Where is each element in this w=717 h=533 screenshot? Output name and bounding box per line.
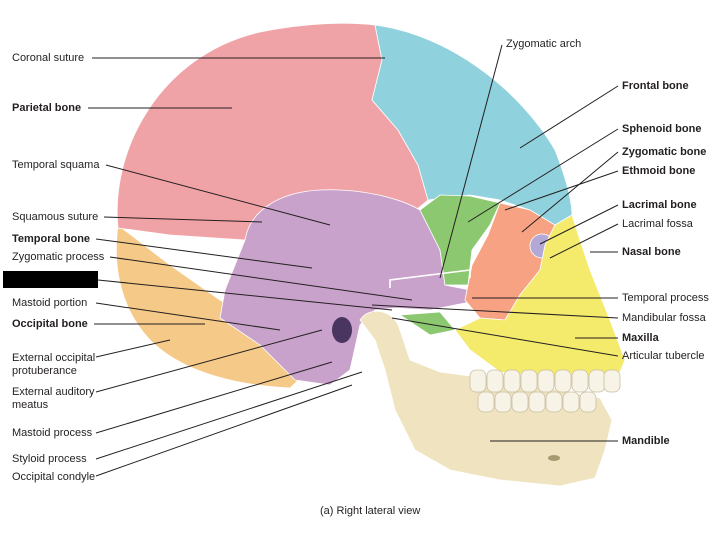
leader-line xyxy=(95,302,281,331)
leader-line xyxy=(95,361,333,434)
tooth xyxy=(511,391,529,413)
leader-line xyxy=(95,329,323,393)
tooth xyxy=(545,391,563,413)
label-sphenoid-bone: Sphenoid bone xyxy=(622,123,702,135)
label-ethmoid-bone: Ethmoid bone xyxy=(622,165,696,177)
label-squamous-suture: Squamous suture xyxy=(12,211,99,223)
label-temporal-process: Temporal process xyxy=(622,292,709,304)
leader-line xyxy=(439,44,503,279)
label-external-occipital-protuberance: External occipital protuberance xyxy=(12,352,96,377)
redacted-label-box xyxy=(3,271,98,288)
leader-line xyxy=(391,317,619,357)
lower-teeth xyxy=(477,391,597,413)
tooth xyxy=(503,369,521,393)
tooth xyxy=(588,369,606,393)
label-coronal-suture: Coronal suture xyxy=(12,52,85,64)
tooth xyxy=(477,391,495,413)
label-external-auditory-meatus: External auditory meatus xyxy=(12,386,95,411)
leader-line xyxy=(95,384,353,477)
leader-line xyxy=(521,151,619,233)
label-nasal-bone: Nasal bone xyxy=(622,246,681,258)
leader-line xyxy=(105,164,331,226)
label-parietal-bone: Parietal bone xyxy=(12,102,82,114)
tooth xyxy=(486,369,504,393)
label-mandibular-fossa: Mandibular fossa xyxy=(622,312,706,324)
label-mandible: Mandible xyxy=(622,435,670,447)
leader-line xyxy=(103,216,263,223)
zygomatic-arch-bracket xyxy=(389,269,471,288)
leader-line xyxy=(109,256,413,301)
label-zygomatic-process: Zygomatic process xyxy=(12,251,105,263)
frontal-bone-region xyxy=(371,24,573,226)
label-zygomatic-bone: Zygomatic bone xyxy=(622,146,707,158)
leader-line xyxy=(95,371,363,460)
leader-line xyxy=(371,304,619,319)
upper-teeth xyxy=(469,369,621,393)
figure-caption: (a) Right lateral view xyxy=(320,505,421,517)
tooth xyxy=(554,369,572,393)
leader-line xyxy=(95,238,313,269)
temporal-bone-region xyxy=(219,189,481,386)
external-auditory-meatus-opening xyxy=(332,317,352,343)
tooth xyxy=(528,391,546,413)
tooth xyxy=(562,391,580,413)
label-occipital-condyle: Occipital condyle xyxy=(12,471,96,483)
tooth xyxy=(520,369,538,393)
leader-line xyxy=(97,279,393,311)
label-lacrimal-bone: Lacrimal bone xyxy=(622,199,697,211)
leader-line xyxy=(504,170,619,211)
label-temporal-squama: Temporal squama xyxy=(12,159,100,171)
label-temporal-bone: Temporal bone xyxy=(12,233,91,245)
leader-line xyxy=(467,128,619,223)
leader-line xyxy=(539,204,619,245)
label-zygomatic-arch: Zygomatic arch xyxy=(506,38,582,50)
label-frontal-bone: Frontal bone xyxy=(622,80,689,92)
label-maxilla: Maxilla xyxy=(622,332,659,344)
leader-lines xyxy=(88,44,619,477)
tooth xyxy=(469,369,487,393)
label-lacrimal-fossa: Lacrimal fossa xyxy=(622,218,693,230)
tooth xyxy=(537,369,555,393)
tooth xyxy=(603,369,621,393)
label-mastoid-portion: Mastoid portion xyxy=(12,297,88,309)
label-articular-tubercle: Articular tubercle xyxy=(622,350,705,362)
tooth xyxy=(579,391,597,413)
label-occipital-bone: Occipital bone xyxy=(12,318,88,330)
tooth xyxy=(494,391,512,413)
leader-line xyxy=(95,339,171,358)
mental-foramen xyxy=(548,455,560,461)
leader-line xyxy=(549,223,619,259)
label-mastoid-process: Mastoid process xyxy=(12,427,93,439)
leader-line xyxy=(519,85,619,149)
label-styloid-process: Styloid process xyxy=(12,453,87,465)
tooth xyxy=(571,369,589,393)
